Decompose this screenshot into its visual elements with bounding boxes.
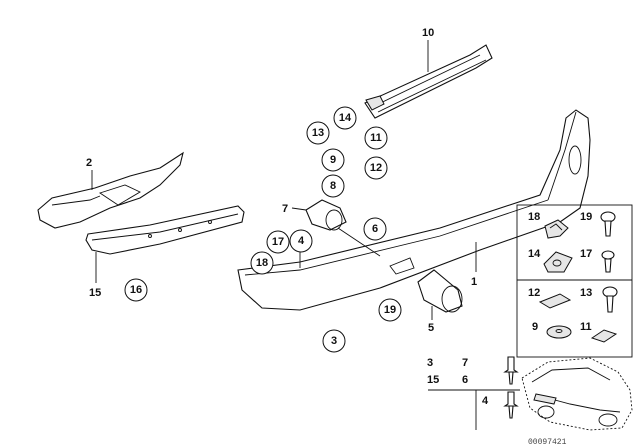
svg-text:19: 19 (384, 304, 396, 316)
svg-text:8: 8 (330, 180, 336, 192)
key-4: 4 (482, 395, 489, 407)
label-15: 15 (89, 287, 101, 299)
callout-16: 16 (124, 278, 148, 302)
callout-9: 9 (321, 148, 345, 172)
key-7: 7 (462, 357, 468, 369)
svg-text:17: 17 (272, 236, 284, 248)
nut-plate-icon (543, 251, 573, 273)
legend-14-label: 14 (528, 248, 541, 260)
key-3: 3 (427, 357, 433, 369)
bracket-part[interactable] (37, 151, 184, 229)
legend-9-label: 9 (532, 321, 538, 333)
sleeve-small-part[interactable] (305, 199, 347, 231)
legend-18-label: 18 (528, 211, 540, 223)
rivet-icon-top (503, 356, 519, 385)
screw-icon-19 (600, 211, 616, 237)
tailpipe-sleeve-part[interactable] (417, 269, 463, 313)
label-10: 10 (422, 27, 434, 39)
fastener-legend: 18 19 14 17 12 13 9 (516, 204, 633, 358)
sill-strip-part[interactable] (364, 44, 493, 119)
legend-13-label: 13 (580, 287, 592, 299)
plate-icon (590, 329, 618, 343)
svg-text:16: 16 (130, 284, 142, 296)
callout-3: 3 (322, 329, 346, 353)
washer-icon (546, 325, 572, 339)
carrier-strip-part[interactable] (85, 205, 245, 255)
callout-13: 13 (306, 121, 330, 145)
legend-17-label: 17 (580, 248, 592, 260)
svg-text:12: 12 (370, 162, 382, 174)
callout-14: 14 (333, 106, 357, 130)
svg-text:3: 3 (331, 335, 337, 347)
rivet-icon-bottom (503, 391, 519, 419)
callout-18: 18 (250, 251, 274, 275)
label-7: 7 (282, 203, 288, 215)
svg-text:14: 14 (339, 112, 352, 124)
reference-number: 00097421 (528, 438, 567, 447)
key-15: 15 (427, 374, 439, 386)
label-2: 2 (86, 157, 92, 169)
callout-11: 11 (364, 126, 388, 150)
label-5: 5 (428, 322, 434, 334)
callout-17: 17 (266, 230, 290, 254)
screw-icon-13 (602, 286, 618, 313)
svg-text:6: 6 (372, 223, 378, 235)
callout-12: 12 (364, 156, 388, 180)
screw-icon-17 (601, 250, 615, 273)
callout-6: 6 (363, 217, 387, 241)
bumper-trim-part[interactable] (237, 109, 591, 311)
svg-text:18: 18 (256, 257, 268, 269)
legend-11-label: 11 (580, 321, 592, 333)
legend-19-label: 19 (580, 211, 592, 223)
svg-text:13: 13 (312, 127, 324, 139)
callout-8: 8 (321, 174, 345, 198)
callout-19: 19 (378, 298, 402, 322)
car-outline-icon (521, 357, 633, 431)
label-1: 1 (471, 276, 477, 288)
svg-text:4: 4 (298, 235, 305, 247)
svg-text:11: 11 (370, 132, 382, 144)
pad-icon (538, 293, 572, 309)
leader-6 (337, 227, 381, 257)
legend-12-label: 12 (528, 287, 540, 299)
callout-4: 4 (289, 229, 313, 253)
leader-7 (291, 207, 307, 211)
key-6: 6 (462, 374, 468, 386)
clip-nut-icon (544, 219, 569, 239)
rivet-key: 3 7 15 6 4 (427, 356, 633, 431)
svg-text:9: 9 (330, 154, 336, 166)
